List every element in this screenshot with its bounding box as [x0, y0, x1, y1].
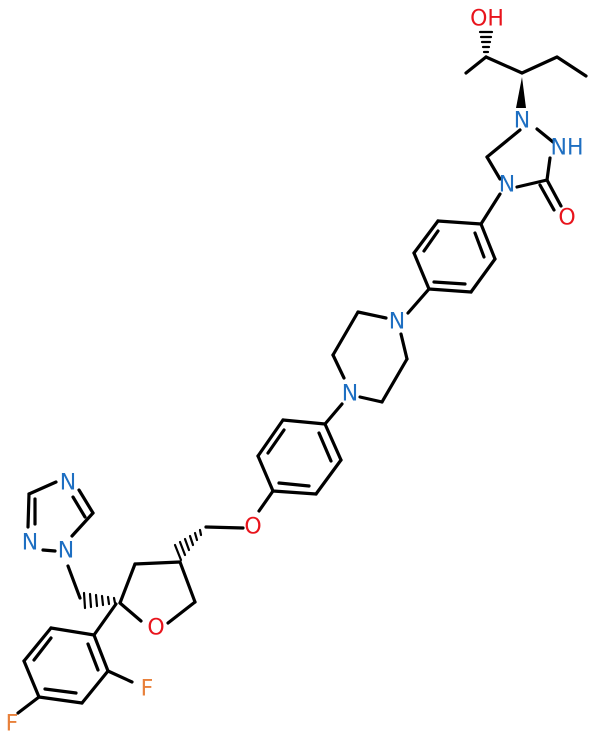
bond — [555, 55, 588, 78]
bond — [484, 55, 524, 75]
triazolinone-nh-label: NH — [551, 136, 584, 161]
triazolinone-n4-label: N — [499, 173, 515, 198]
bond — [178, 560, 197, 604]
bond — [520, 55, 559, 75]
bond — [70, 511, 95, 538]
bond — [485, 155, 502, 181]
stereo-hash-bond — [82, 591, 117, 610]
bond — [317, 431, 333, 463]
bond — [535, 127, 555, 144]
bond — [331, 310, 360, 357]
triazole-n1-label: N — [58, 539, 74, 564]
bond — [314, 458, 343, 496]
bond — [16, 695, 41, 715]
bond — [118, 601, 143, 623]
bond — [436, 219, 483, 226]
bond — [77, 488, 95, 515]
carbonyl-oxygen-label: O — [558, 206, 575, 231]
bond — [331, 353, 346, 380]
bond — [323, 402, 344, 426]
bond — [92, 633, 110, 673]
triazolinone-n1-label: N — [514, 109, 530, 134]
bond — [32, 636, 53, 662]
bond — [118, 562, 137, 605]
bond — [106, 669, 134, 684]
bond — [66, 564, 82, 600]
bond — [27, 480, 58, 496]
bond — [49, 626, 96, 637]
stereo-hash-bond — [478, 30, 494, 54]
bond — [281, 418, 327, 426]
stereo-hash-bond — [173, 528, 203, 562]
bond — [266, 428, 286, 455]
triazole-n-top-label: N — [60, 471, 76, 496]
thf-oxygen-label: O — [147, 616, 164, 641]
bond — [427, 287, 473, 294]
bond — [323, 422, 343, 462]
bond — [204, 525, 245, 530]
bond — [479, 222, 497, 261]
piperazine-n-bottom-label: N — [342, 382, 358, 407]
bond — [432, 280, 467, 286]
bond — [257, 489, 275, 513]
bond — [26, 492, 31, 529]
hydroxyl-label: OH — [470, 7, 504, 32]
bond — [538, 183, 556, 212]
bond — [80, 669, 110, 705]
piperazine-n-top-label: N — [389, 310, 405, 335]
bond — [356, 310, 388, 320]
triazole-n-left-label: N — [22, 531, 38, 556]
bond — [412, 251, 431, 291]
atom-label-layer: OH N NH N O N N O O N N N F F — [6, 7, 584, 737]
bond — [37, 695, 84, 705]
bond — [406, 287, 431, 315]
bond — [399, 332, 409, 361]
bond — [422, 229, 440, 253]
bond — [133, 560, 182, 566]
bond — [473, 231, 486, 259]
stereo-wedge-bond — [516, 77, 526, 108]
bond — [464, 55, 488, 75]
bond — [256, 418, 285, 458]
bond — [485, 128, 522, 159]
bond — [271, 489, 318, 496]
bond — [92, 602, 118, 637]
bond — [277, 481, 311, 488]
bond — [71, 495, 87, 519]
ortho-fluorine-label: F — [141, 677, 154, 702]
bond — [412, 219, 440, 255]
bond — [86, 642, 100, 672]
bond — [545, 178, 563, 208]
bond — [469, 257, 497, 294]
bond — [256, 454, 275, 493]
ether-oxygen-label: O — [244, 515, 261, 540]
bond — [358, 395, 384, 404]
bond-layer — [16, 30, 588, 715]
bond — [22, 626, 53, 663]
bond — [22, 659, 41, 699]
para-fluorine-label: F — [6, 712, 19, 737]
bond — [380, 357, 409, 404]
bond — [166, 600, 197, 625]
bond — [43, 687, 78, 695]
bond — [515, 178, 549, 189]
bond — [545, 156, 552, 182]
bond — [479, 192, 502, 226]
bond — [41, 548, 57, 553]
